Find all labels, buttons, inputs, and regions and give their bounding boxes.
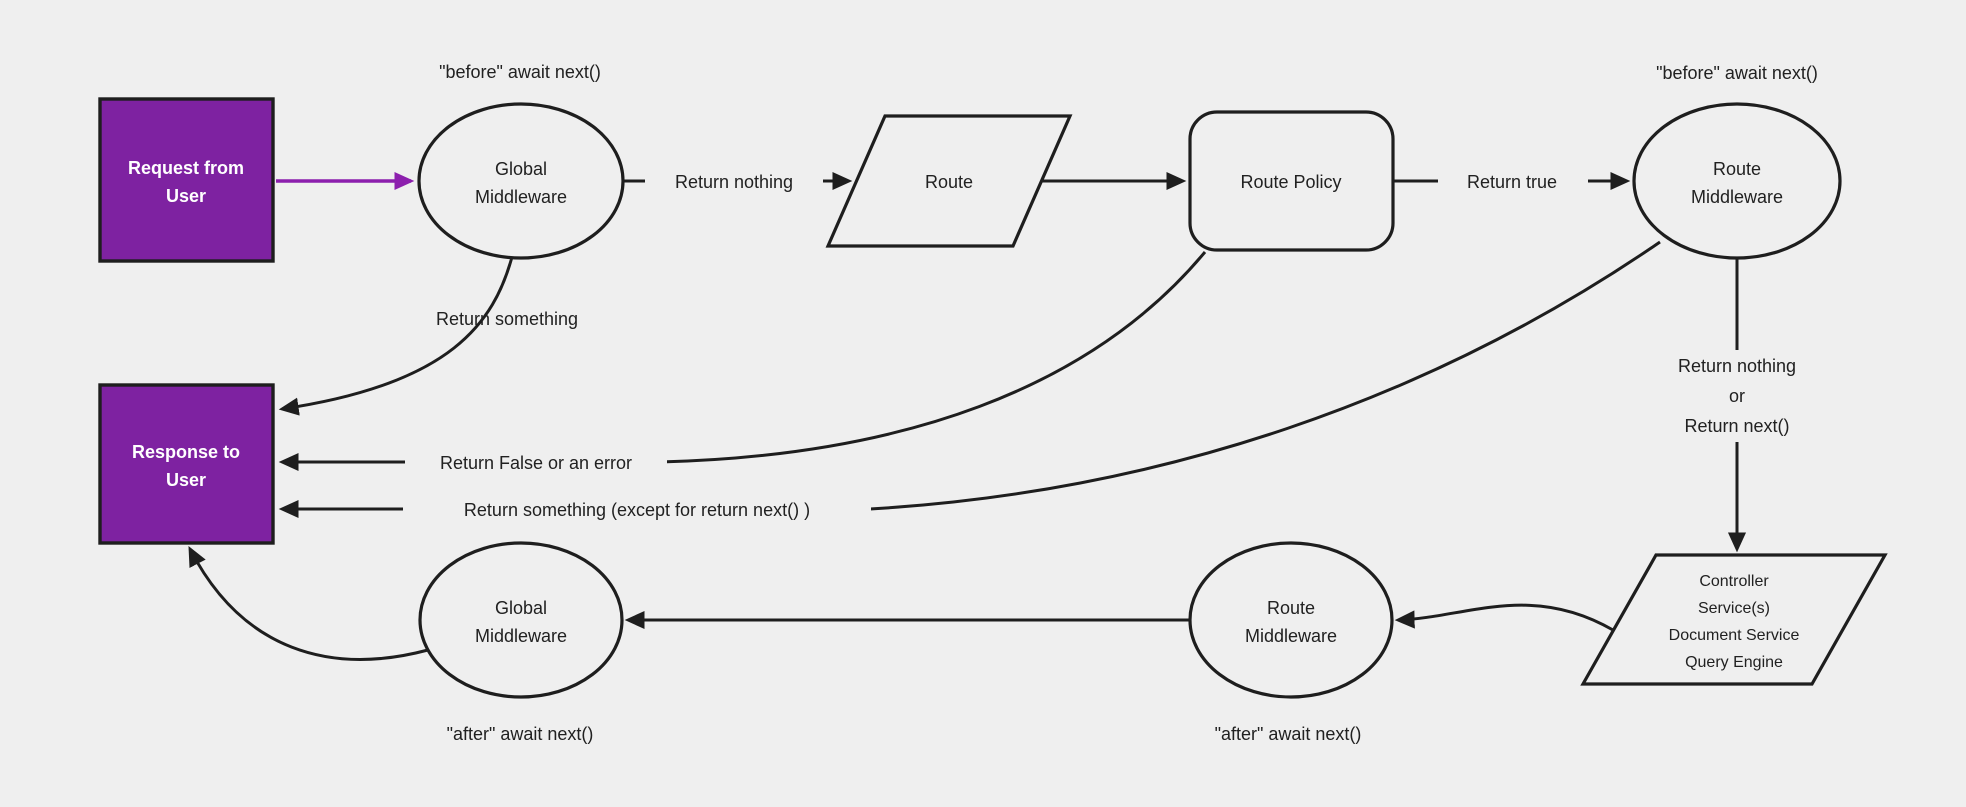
edge-labels: Return nothing Return true Return someth… bbox=[403, 62, 1832, 744]
label-bg-return-something-except bbox=[403, 493, 871, 526]
edge-label-return-true: Return true bbox=[1467, 172, 1557, 192]
edge-label-after-await-next-left: "after" await next() bbox=[447, 724, 594, 744]
node-global-middleware-top-line2: Middleware bbox=[475, 187, 567, 207]
node-controller-services-line3: Document Service bbox=[1669, 627, 1800, 644]
node-response-to-user bbox=[98, 383, 275, 545]
node-response-to-user-line2: User bbox=[166, 470, 206, 490]
label-bg-return-false bbox=[405, 446, 667, 479]
node-route bbox=[825, 114, 1073, 248]
node-route-middleware-top bbox=[1632, 102, 1842, 260]
node-global-middleware-bottom-line1: Global bbox=[495, 598, 547, 618]
node-route-label: Route bbox=[925, 172, 973, 192]
label-bg-return-nothing-or bbox=[1642, 350, 1832, 442]
edge-route-policy-to-response bbox=[278, 251, 1207, 472]
edge-global-middleware-bottom-to-response bbox=[188, 546, 429, 661]
label-bg-return-true bbox=[1438, 164, 1588, 198]
edge-label-return-nothing-or-line1: Return nothing bbox=[1678, 356, 1796, 376]
node-global-middleware-bottom-line2: Middleware bbox=[475, 626, 567, 646]
edges bbox=[188, 171, 1747, 661]
node-route-policy bbox=[1188, 110, 1395, 252]
edge-label-return-nothing-or-line3: Return next() bbox=[1684, 416, 1789, 436]
node-route-middleware-top-line1: Route bbox=[1713, 159, 1761, 179]
edge-label-return-nothing: Return nothing bbox=[675, 172, 793, 192]
node-request-from-user-line1: Request from bbox=[128, 158, 244, 178]
node-request-from-user-line2: User bbox=[166, 186, 206, 206]
edge-label-return-something-except: Return something (except for return next… bbox=[464, 500, 810, 520]
node-route-policy-label: Route Policy bbox=[1240, 172, 1341, 192]
label-bg-return-nothing bbox=[645, 164, 823, 198]
nodes: Request from User Global Middleware Rout… bbox=[98, 97, 1888, 699]
node-global-middleware-top-line1: Global bbox=[495, 159, 547, 179]
node-global-middleware-bottom bbox=[418, 541, 624, 699]
node-controller-services bbox=[1580, 553, 1888, 686]
edge-label-return-false-or-error: Return False or an error bbox=[440, 453, 632, 473]
node-response-to-user-line1: Response to bbox=[132, 442, 240, 462]
edge-route-middleware-to-response bbox=[278, 240, 1661, 519]
edge-global-middleware-to-response bbox=[278, 256, 514, 416]
node-controller-services-line2: Service(s) bbox=[1698, 600, 1770, 617]
edge-label-before-await-next-left: "before" await next() bbox=[439, 62, 601, 82]
edge-controller-to-route-middleware-bottom bbox=[1394, 603, 1614, 632]
edge-label-after-await-next-right: "after" await next() bbox=[1215, 724, 1362, 744]
edge-label-return-nothing-or-line2: or bbox=[1729, 386, 1745, 406]
node-global-middleware-top bbox=[417, 102, 625, 260]
node-route-middleware-top-line2: Middleware bbox=[1691, 187, 1783, 207]
edge-label-before-await-next-right: "before" await next() bbox=[1656, 63, 1818, 83]
node-route-middleware-bottom bbox=[1188, 541, 1394, 699]
node-route-middleware-bottom-line2: Middleware bbox=[1245, 626, 1337, 646]
edge-label-return-something: Return something bbox=[436, 309, 578, 329]
node-controller-services-line4: Query Engine bbox=[1685, 654, 1783, 671]
node-controller-services-line1: Controller bbox=[1699, 573, 1769, 590]
node-request-from-user bbox=[98, 97, 275, 263]
node-route-middleware-bottom-line1: Route bbox=[1267, 598, 1315, 618]
